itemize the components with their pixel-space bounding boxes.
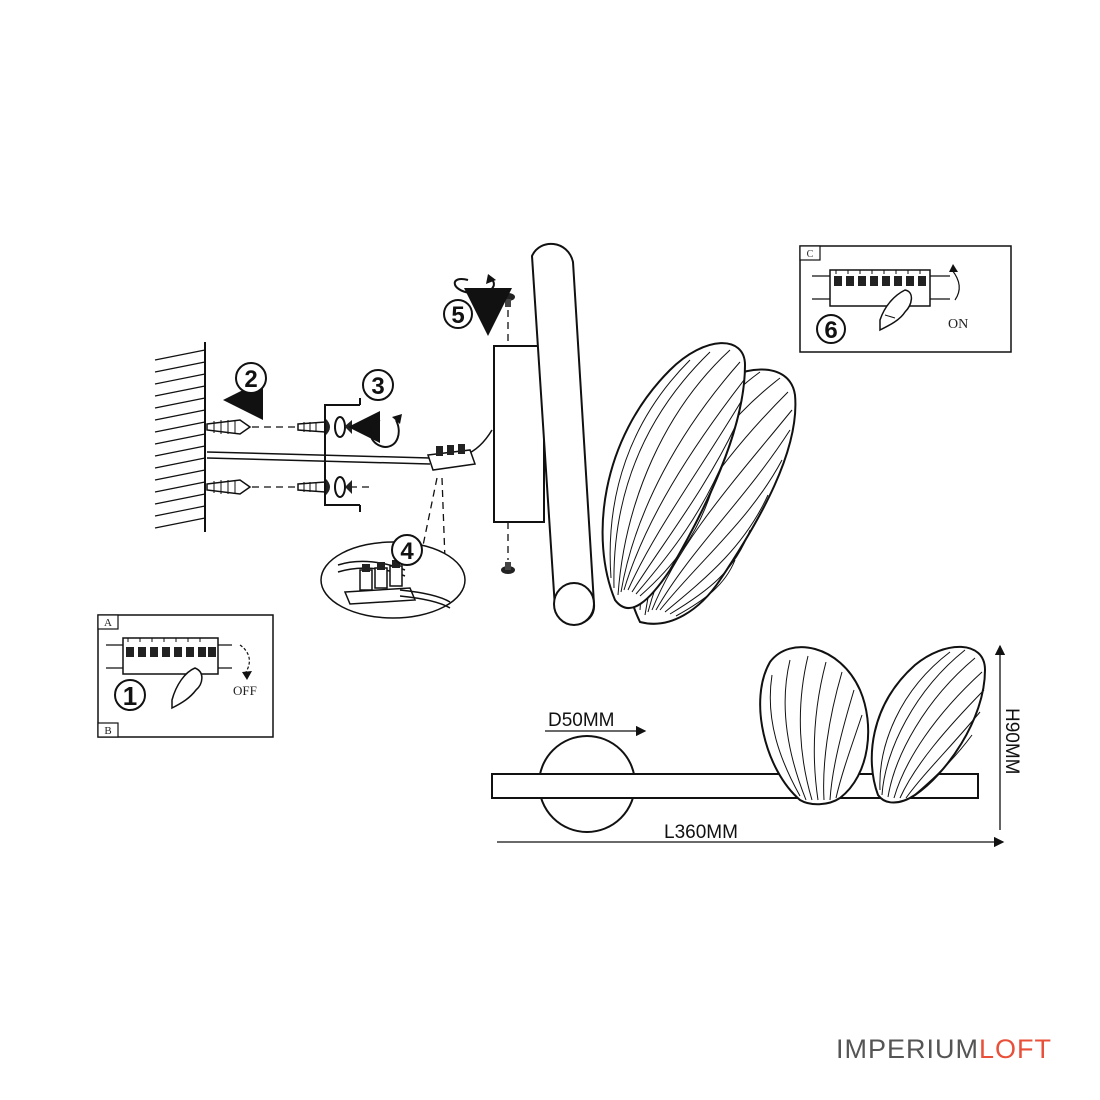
- svg-text:6: 6: [824, 317, 837, 344]
- svg-text:OFF: OFF: [233, 683, 257, 698]
- screw-bottom: [297, 478, 330, 496]
- wall: [154, 342, 206, 532]
- svg-text:5: 5: [451, 302, 464, 329]
- lamp-tube: [530, 242, 596, 626]
- svg-text:C: C: [807, 249, 814, 260]
- wall-plug-top: [206, 419, 252, 435]
- step-2-badge: 2: [235, 362, 267, 394]
- svg-text:H90MM: H90MM: [1001, 708, 1022, 775]
- guide-lines: [252, 310, 509, 561]
- svg-text:2: 2: [244, 366, 257, 393]
- step-5-badge: 5: [443, 299, 473, 329]
- brand-part-2: LOFT: [979, 1034, 1053, 1064]
- step-3-badge: 3: [362, 369, 394, 401]
- brand-logo: IMPERIUMLOFT: [836, 1034, 1052, 1065]
- svg-text:B: B: [104, 725, 111, 737]
- step-1-badge: 1: [114, 679, 146, 711]
- svg-text:1: 1: [123, 681, 137, 711]
- svg-text:A: A: [104, 617, 112, 629]
- rotate-icon: [369, 419, 400, 449]
- svg-text:ON: ON: [948, 317, 968, 332]
- dimension-drawing: D50MM L360MM H90MM: [491, 644, 1022, 848]
- butterfly-wing-front: [601, 342, 747, 610]
- bracket-screw-bottom: [345, 480, 352, 494]
- top-screw: [501, 293, 515, 307]
- wall-plug-bottom: [206, 479, 252, 495]
- step-4-badge: 4: [391, 534, 423, 566]
- svg-text:L360MM: L360MM: [664, 822, 738, 843]
- svg-text:4: 4: [400, 538, 414, 565]
- lamp-backplate: [493, 345, 545, 523]
- bottom-screw: [501, 562, 515, 574]
- breaker-on-panel: C ON: [799, 245, 1012, 353]
- svg-text:D50MM: D50MM: [548, 710, 615, 731]
- svg-text:3: 3: [371, 373, 384, 400]
- bracket-screw-top: [344, 420, 352, 434]
- breaker-off-panel: A B OFF: [97, 614, 274, 738]
- step-6-badge: 6: [816, 314, 846, 344]
- terminal-block: [426, 444, 477, 471]
- brand-part-1: IMPERIUM: [836, 1034, 979, 1064]
- terminal-zoom-callout: [320, 541, 466, 619]
